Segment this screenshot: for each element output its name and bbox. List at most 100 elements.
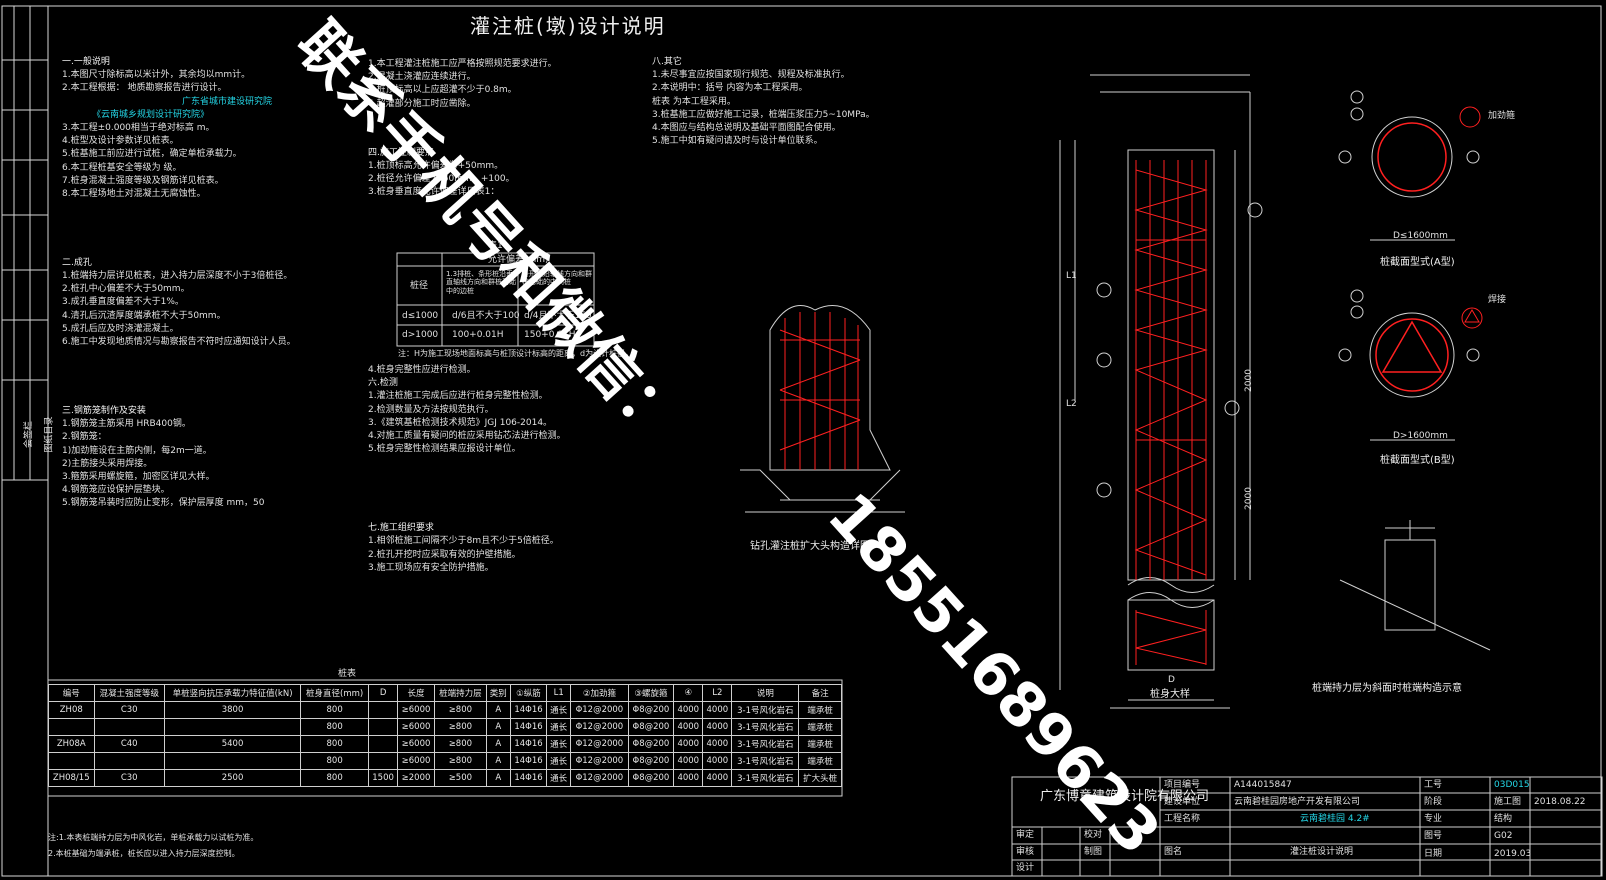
- table-cell: 800: [300, 752, 370, 770]
- table-cell: [48, 718, 95, 736]
- notes-mid-lower: 4.桩身完整性应进行检测。 六.检测 1.灌注桩施工完成后应进行桩身完整性检测。…: [368, 366, 566, 577]
- title-block-label: 制图: [1084, 847, 1103, 857]
- table1-group-header: 允许偏差(mm): [488, 255, 549, 265]
- title-block-label: 项目编号: [1164, 780, 1201, 790]
- pile-table: 编号 混凝土强度等级 单桩竖向抗压承载力特征值(kN) 桩身直径(mm) D 长…: [48, 684, 842, 787]
- table-cell: 3-1号风化岩石: [731, 752, 800, 770]
- table-cell: ≥6000: [397, 701, 435, 719]
- table-cell: A: [485, 701, 511, 719]
- title-block-label: 审核: [1016, 847, 1035, 857]
- notes-section-3-heading: 三.钢筋笼制作及安装: [62, 406, 146, 416]
- note-line: 6.本工程桩基安全等级为 级。: [62, 162, 182, 173]
- table-cell: 4000: [673, 752, 704, 770]
- title-block-label: 阶段: [1424, 797, 1443, 807]
- note-line: 3.桩基施工应做好施工记录，桩端压浆压力5~10MPa。: [652, 109, 875, 120]
- section-b-drawing: [1338, 289, 1483, 441]
- enlarged-section-label: 钻孔灌注桩扩大头构造详图: [750, 541, 870, 552]
- table-cell: ≥500: [433, 769, 487, 787]
- table-cell: [368, 701, 399, 719]
- date-2: 2019.03: [1494, 849, 1532, 859]
- table-cell: 扩大头桩: [798, 769, 842, 787]
- pile-table-title: 桩表: [338, 669, 357, 679]
- note-line: 5.成孔后应及时浇灌混凝土。: [62, 323, 179, 334]
- table-cell: 4000: [702, 735, 733, 753]
- stage: 施工图: [1494, 797, 1522, 807]
- table-cell: C40: [93, 735, 165, 753]
- note-line: 4.桩身完整性应进行检测。: [368, 365, 476, 375]
- table-cell: Φ8@200: [627, 735, 675, 753]
- table-cell: 14Φ16: [509, 769, 548, 787]
- pile-table-header: 类别: [485, 684, 511, 702]
- note-line: 5.钢筋笼吊装时应防止变形，保护层厚度 mm，50: [62, 498, 265, 509]
- table-row: 800 ≥6000 ≥800 A 14Φ16 通长 Φ12@2000 Φ8@20…: [48, 718, 842, 736]
- section-a-drawing: [1338, 90, 1481, 241]
- table-cell: ≥2000: [397, 769, 435, 787]
- note-line: 1.本图尺寸除标高以米计外，其余均以mm计。: [62, 70, 251, 81]
- pile-table-footnote: 2.本桩基础为端承桩，桩长应以进入持力层深度控制。: [48, 849, 240, 858]
- table-cell: ≥800: [433, 701, 487, 719]
- rock-detail-drawing: [1339, 520, 1491, 651]
- table1-frame: [396, 252, 595, 347]
- table-cell: 端承桩: [798, 718, 842, 736]
- pile-table-header: 编号: [48, 684, 95, 702]
- table-cell: ≥6000: [397, 735, 435, 753]
- table1-sub1: 1.3排桩、条形桩沿垂直轴线方向和群桩基础中的边桩: [446, 270, 516, 295]
- table1-cell: d/6且不大于100: [452, 311, 520, 321]
- note-highlight: 《云南城乡规划设计研究院》: [92, 109, 210, 120]
- note-line: 3.成孔垂直度偏差不大于1%。: [62, 297, 184, 308]
- note-line: 2.桩孔中心偏差不大于50mm。: [62, 284, 190, 295]
- table1-col1-header: 桩径: [410, 281, 429, 291]
- notes-right: 八.其它 1.未尽事宜应按国家现行规范、规程及标准执行。 2.本说明中：括号 内…: [652, 58, 875, 150]
- pile-table-header: 单桩竖向抗压承载力特征值(kN): [163, 684, 302, 702]
- note-line: 3.施工现场应有安全防护措施。: [368, 562, 494, 573]
- table-cell: Φ12@2000: [570, 735, 629, 753]
- notes-section-1-heading: 一.一般说明: [62, 57, 110, 67]
- pile-body-drawing: [1059, 74, 1263, 709]
- note-line: 4.超灌部分施工时应凿除。: [368, 98, 476, 109]
- title-block-label: 图名: [1164, 847, 1183, 857]
- note-line: 8.本工程场地土对混凝土无腐蚀性。: [62, 188, 206, 199]
- notes-section-4-heading: 四.施工控制要点: [368, 147, 434, 158]
- note-line: 1.本工程灌注桩施工应严格按照规范要求进行。: [368, 59, 557, 69]
- left-strip-frame: [1, 5, 49, 877]
- dim-label: 2000: [1243, 369, 1254, 392]
- table-cell: [93, 718, 165, 736]
- table-cell: 通长: [546, 718, 572, 736]
- table-cell: 通长: [546, 752, 572, 770]
- table-cell: 3-1号风化岩石: [731, 701, 800, 719]
- note-line: 桩表 为本工程采用。: [652, 96, 736, 107]
- title-block-label: 图号: [1424, 831, 1443, 841]
- table1-cell: d>1000: [402, 330, 439, 340]
- project-name: 云南碧桂园 4.2#: [1300, 814, 1370, 824]
- table-cell: [93, 752, 165, 770]
- table-row: ZH08/15 C30 2500 800 1500 ≥2000 ≥500 A 1…: [48, 769, 842, 787]
- table-cell: 800: [300, 735, 370, 753]
- title-block-label: 建设单位: [1164, 797, 1201, 807]
- table-cell: [368, 752, 399, 770]
- table1-cell: d/4且不大于150: [524, 311, 592, 321]
- table-cell: ZH08: [48, 701, 95, 719]
- pile-table-footnote: 注:1.本表桩端持力层为中风化岩，单桩承载力以试桩为准。: [48, 833, 259, 842]
- table-cell: ≥6000: [397, 718, 435, 736]
- table-cell: 14Φ16: [509, 718, 548, 736]
- table-cell: Φ8@200: [627, 718, 675, 736]
- table-cell: [163, 718, 302, 736]
- table-cell: 4000: [673, 701, 704, 719]
- note-line: 6.施工中发现地质情况与勘察报告不符时应通知设计人员。: [62, 337, 296, 347]
- table-cell: 800: [300, 701, 370, 719]
- notes-section-6-heading: 六.检测: [368, 378, 398, 389]
- table-row: ZH08A C40 5400 800 ≥6000 ≥800 A 14Φ16 通长…: [48, 735, 842, 753]
- note-line: 4.钢筋笼应设保护层垫块。: [62, 485, 170, 496]
- note-line: 5.施工中如有疑问请及时与设计单位联系。: [652, 136, 823, 147]
- left-strip-lines: [2, 6, 48, 481]
- pile-table-header: L1: [546, 684, 572, 702]
- rock-detail-label: 桩端持力层为斜面时桩端构造示意: [1312, 683, 1462, 694]
- note-highlight: 广东省城市建设研究院: [182, 96, 273, 107]
- pile-table-header: 桩身直径(mm): [300, 684, 370, 702]
- table-cell: Φ8@200: [627, 769, 675, 787]
- table-cell: 4000: [702, 701, 733, 719]
- table-cell: Φ12@2000: [570, 701, 629, 719]
- table-cell: C30: [93, 769, 165, 787]
